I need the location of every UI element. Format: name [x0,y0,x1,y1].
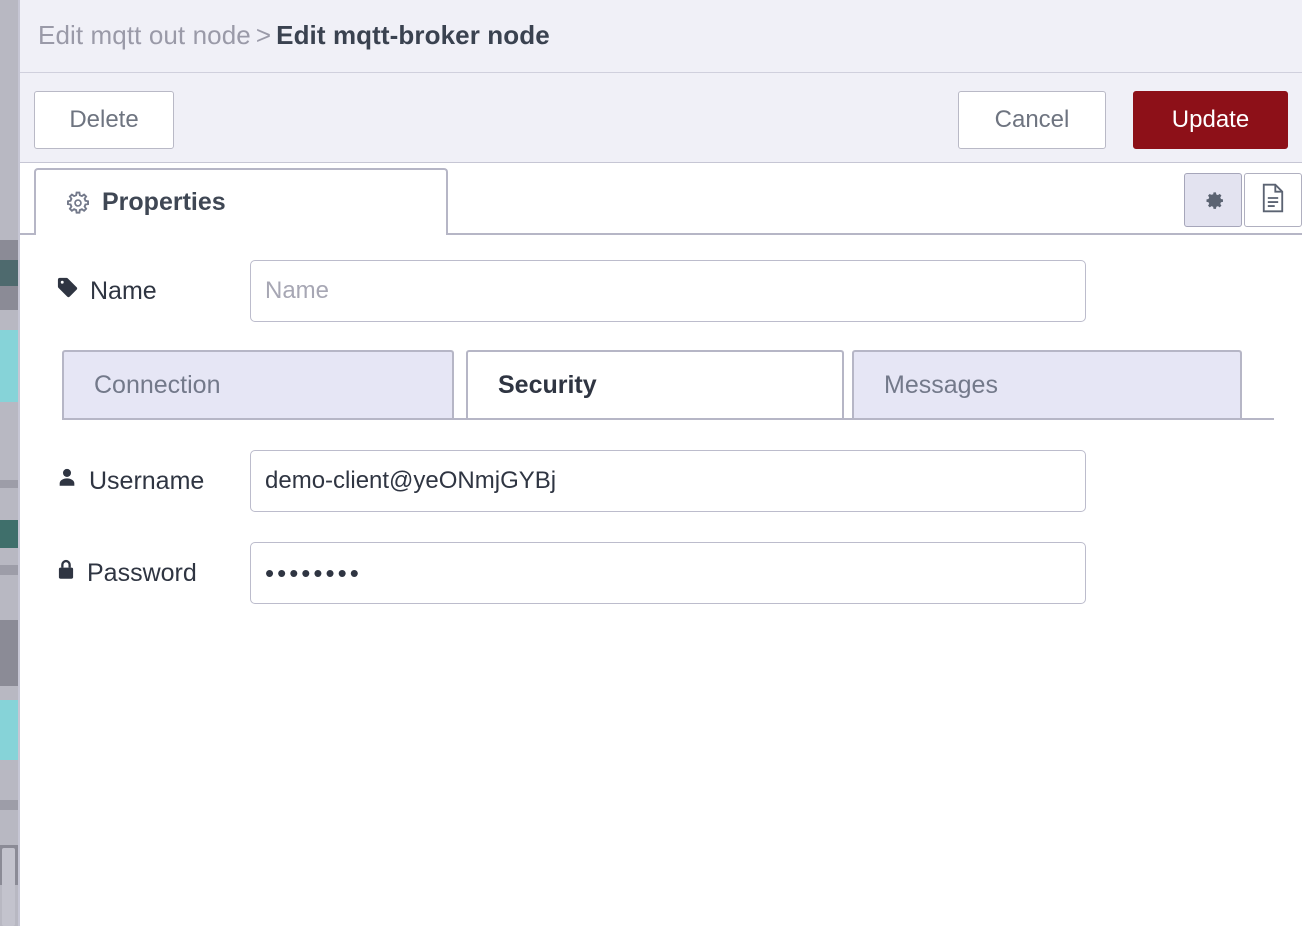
background-node-fragment [0,480,18,488]
background-editor-strip [0,0,18,926]
username-input[interactable] [250,450,1086,512]
subtab-underline [62,418,1274,420]
subtab-messages[interactable]: Messages [852,350,1242,418]
tab-strip-underline [20,233,1302,235]
breadcrumb-separator: > [255,20,272,50]
settings-icon-button[interactable] [1184,173,1242,227]
background-node-fragment [0,520,18,548]
name-label-text: Name [90,276,157,305]
background-node-fragment [0,620,18,686]
password-row: Password •••••••• [20,542,1302,604]
cancel-button[interactable]: Cancel [958,91,1106,149]
username-label: Username [20,466,250,496]
update-button[interactable]: Update [1133,91,1288,149]
background-node-fragment [0,800,18,810]
background-node-fragment [0,330,18,402]
password-label-text: Password [87,558,197,587]
dialog-tab-strip: Properties [20,163,1302,235]
background-node-fragment [0,260,18,286]
properties-form: Name Connection Security Messages Userna… [20,260,1302,926]
breadcrumb-parent[interactable]: Edit mqtt out node [38,20,251,50]
password-input[interactable]: •••••••• [250,542,1086,604]
tab-properties-label: Properties [102,188,226,216]
editor-scrollbar-thumb[interactable] [2,848,15,926]
username-label-text: Username [89,466,205,495]
tab-properties[interactable]: Properties [34,168,448,235]
password-label: Password [20,558,250,588]
breadcrumb-current: Edit mqtt-broker node [276,20,550,50]
subtab-security[interactable]: Security [466,350,844,418]
lock-icon [56,558,76,588]
background-node-fragment [0,700,18,760]
dialog-header: Edit mqtt out node>Edit mqtt-broker node [20,0,1302,73]
name-label: Name [20,276,250,306]
security-subtab-bar: Connection Security Messages [62,350,1274,420]
name-row: Name [20,260,1302,322]
document-icon [1260,183,1286,218]
breadcrumb: Edit mqtt out node>Edit mqtt-broker node [38,20,550,51]
subtab-connection[interactable]: Connection [62,350,454,418]
description-icon-button[interactable] [1244,173,1302,227]
name-input[interactable] [250,260,1086,322]
delete-button[interactable]: Delete [34,91,174,149]
dialog-button-bar: Delete Cancel Update [20,73,1302,163]
background-node-fragment [0,565,18,575]
tag-icon [56,276,79,306]
gear-icon [66,191,90,215]
gear-icon [1200,185,1226,216]
username-row: Username [20,450,1302,512]
edit-node-dialog: Edit mqtt out node>Edit mqtt-broker node… [18,0,1302,926]
password-masked-value: •••••••• [265,557,362,588]
user-icon [56,466,78,496]
